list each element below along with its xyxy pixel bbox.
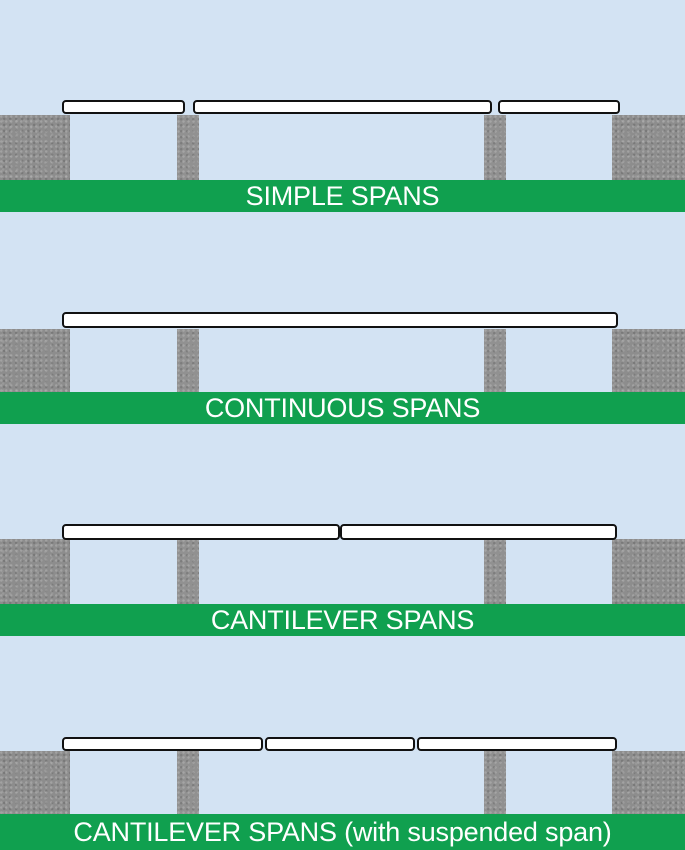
left-abutment [0,329,70,393]
simple-spans-diagram: SIMPLE SPANS [0,0,685,212]
right-abutment [612,115,685,181]
deck-span-3 [498,100,620,114]
deck-cantilever-right [417,737,617,751]
diagram-label: CANTILEVER SPANS (with suspended span) [0,814,685,850]
diagram-label: SIMPLE SPANS [0,180,685,212]
deck-cantilever-left [62,524,340,540]
left-abutment [0,539,70,605]
pier-left [177,751,199,817]
pier-left [177,329,199,393]
pier-right [484,115,506,181]
right-abutment [612,329,685,393]
pier-right [484,329,506,393]
continuous-spans-diagram: CONTINUOUS SPANS [0,212,685,424]
cantilever-suspended-span-diagram: CANTILEVER SPANS (with suspended span) [0,637,685,850]
cantilever-spans-diagram: CANTILEVER SPANS [0,424,685,637]
diagram-label: CANTILEVER SPANS [0,604,685,636]
deck-span-1 [62,100,185,114]
right-abutment [612,539,685,605]
deck-suspended-span [265,737,415,751]
pier-right [484,539,506,605]
deck-span-2 [193,100,492,114]
deck-continuous [62,312,618,328]
pier-right [484,751,506,817]
pier-left [177,539,199,605]
deck-cantilever-left [62,737,263,751]
left-abutment [0,751,70,817]
left-abutment [0,115,70,181]
deck-cantilever-right [340,524,617,540]
diagram-label: CONTINUOUS SPANS [0,392,685,424]
right-abutment [612,751,685,817]
pier-left [177,115,199,181]
